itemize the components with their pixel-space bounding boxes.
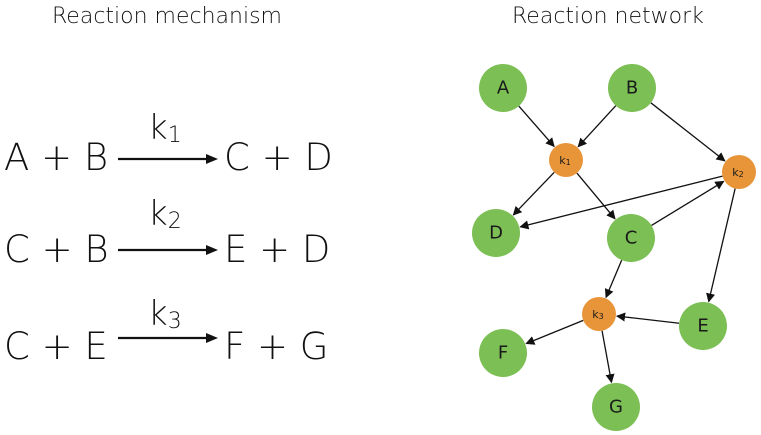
edge-C-to-k3 [604,259,623,299]
edge-B-to-k1 [577,105,617,148]
reaction-label-k3: k3 [592,308,603,321]
reactants-3: C + E [4,325,108,368]
rate-constant-k2: k2 [148,194,182,234]
network-title: Reaction network [512,4,704,29]
species-node-E [679,302,727,350]
edge-k2-to-E [706,188,736,303]
edge-B-to-k2 [650,102,726,162]
reaction-equation-2: k2 C + B E + D [0,194,340,270]
species-label-F: F [498,343,508,364]
reaction-label-k1: k1 [559,154,570,167]
edge-k3-to-G [601,330,615,384]
edge-k1-to-D [512,171,555,216]
reactants-1: A + B [4,136,109,179]
network-nodes: A B C D E F Gk1 k2 k3 [472,64,756,431]
rate-constant-k3: k3 [148,294,182,334]
rate-constant-k1: k1 [148,108,182,148]
edge-k1-to-C [576,172,616,220]
reactants-2: C + B [4,228,109,271]
species-node-D [472,209,520,257]
edge-C-to-k2 [651,180,725,227]
species-label-C: C [625,228,638,249]
reaction-node-k3 [582,297,616,331]
products-3: F + G [224,325,329,368]
reaction-node-k2 [722,155,756,189]
species-node-A [479,64,527,112]
edge-k2-to-D [519,175,723,230]
reaction-equation-3: k3 C + E F + G [0,294,340,368]
products-1: C + D [224,136,333,179]
species-label-G: G [609,397,623,418]
species-node-C [607,214,655,262]
species-label-B: B [626,78,638,99]
reaction-arrow-3 [118,333,218,343]
edge-E-to-k3 [615,312,680,324]
reaction-node-k1 [549,143,583,177]
species-node-B [608,64,656,112]
species-label-A: A [497,78,510,99]
network-edges [512,102,736,384]
reaction-label-k2: k2 [732,166,743,179]
products-2: E + D [224,228,331,271]
reaction-arrow-1 [118,154,218,164]
reaction-equation-1: k1 A + B C + D [0,110,340,180]
species-label-D: D [489,223,503,244]
edge-A-to-k1 [518,105,555,148]
species-label-E: E [697,316,708,337]
reaction-arrow-2 [118,245,218,255]
species-node-F [479,329,527,377]
mechanism-title: Reaction mechanism [52,4,282,29]
edge-k3-to-F [525,319,584,345]
species-node-G [592,383,640,431]
